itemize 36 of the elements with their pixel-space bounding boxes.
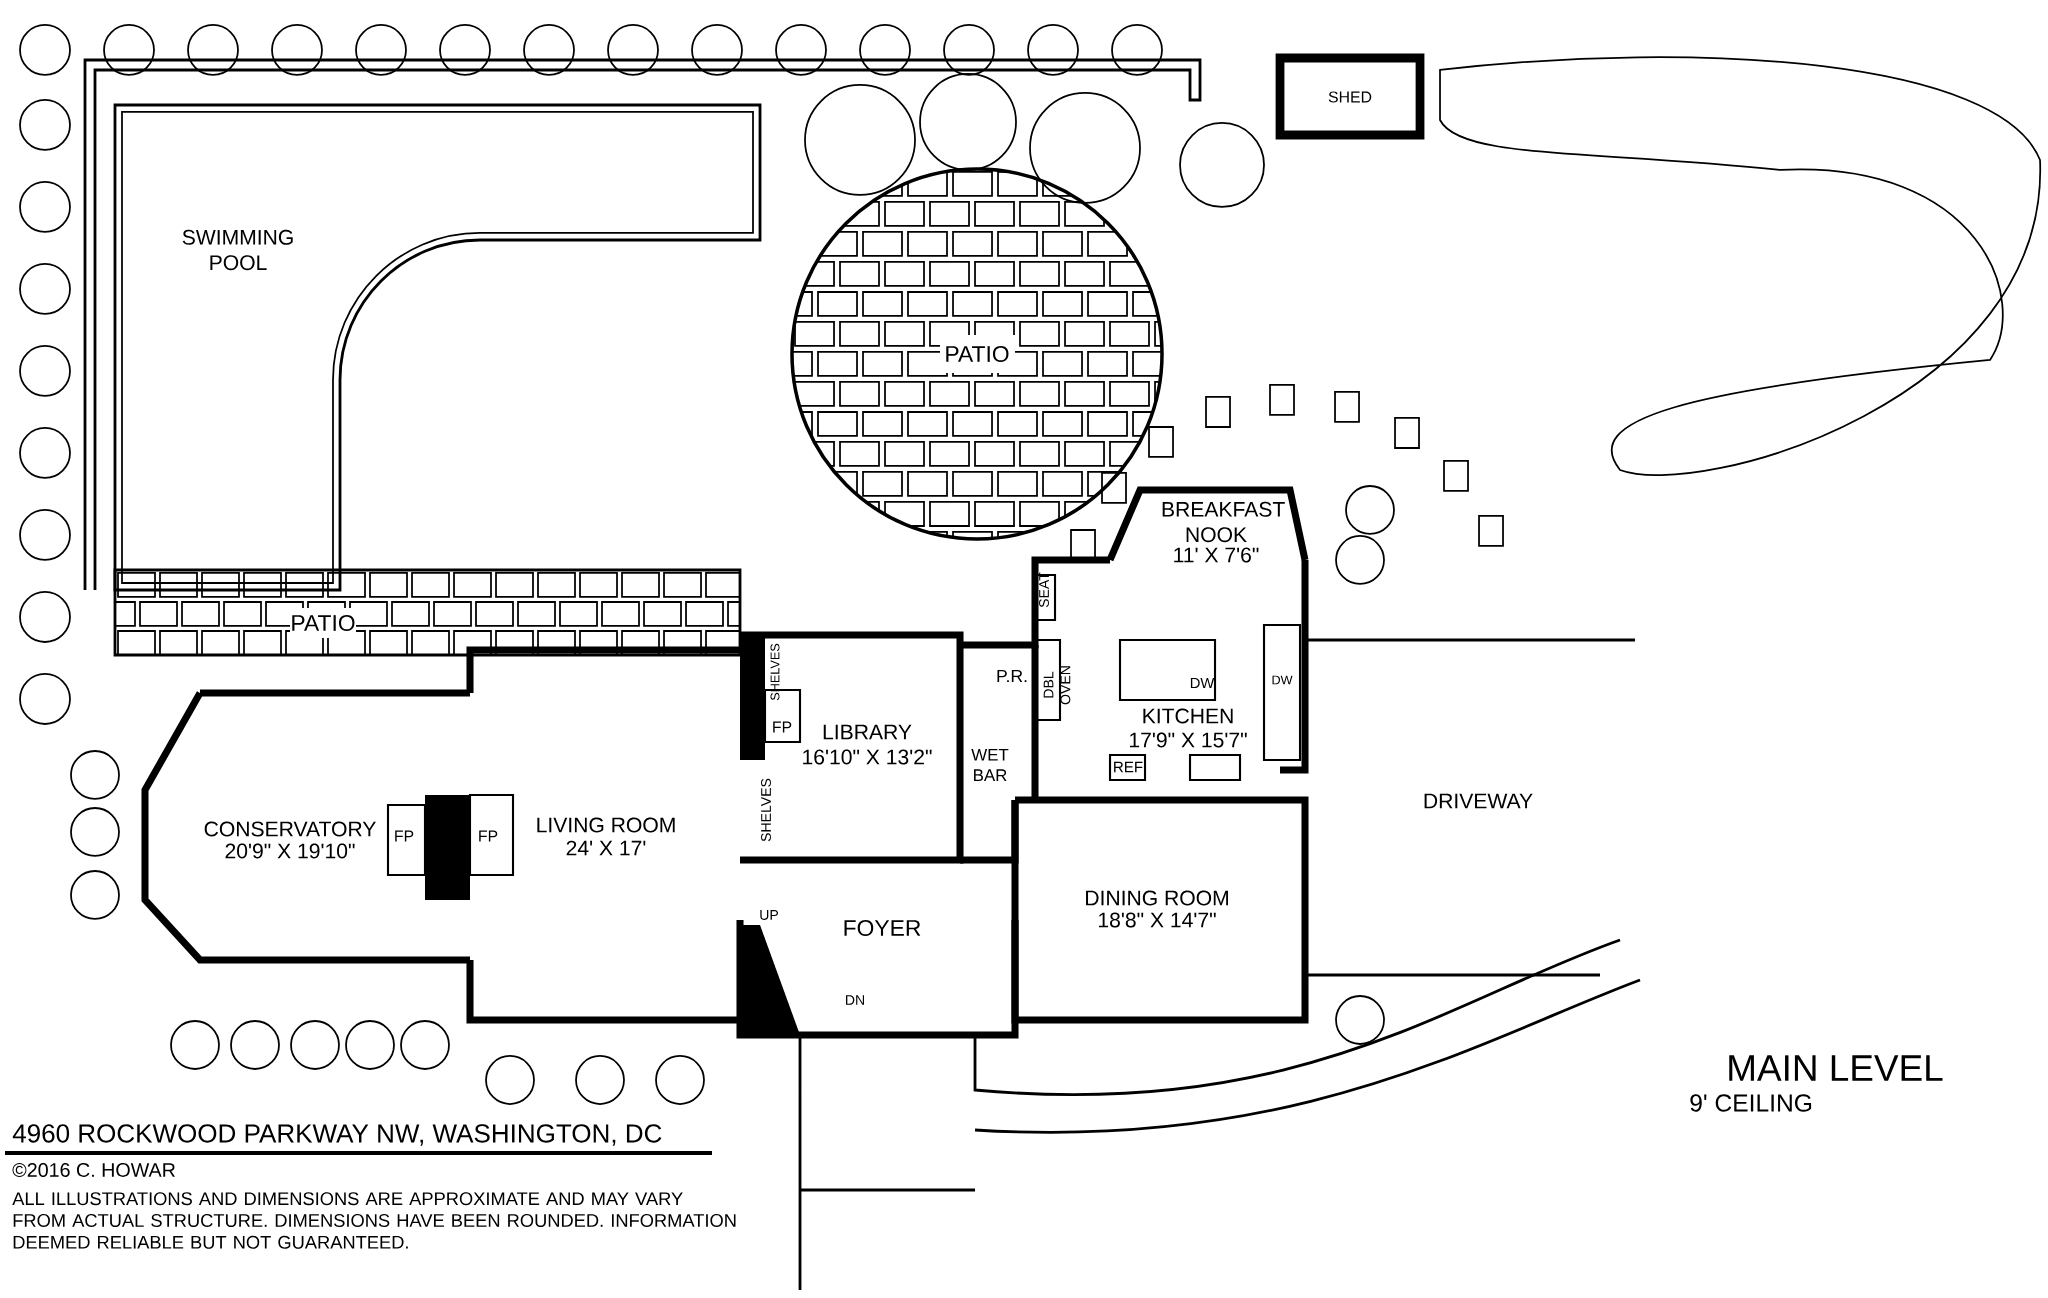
stair-label: UP (760, 910, 779, 920)
ceiling-height: 9' CEILING (1690, 1094, 1812, 1112)
room-label: SWIMMING POOL (182, 229, 293, 271)
fixture-label: SEAT (1039, 572, 1049, 608)
room-label: PATIO (946, 345, 1009, 363)
room-label: PATIO (292, 614, 355, 632)
fixture-label: DBL OVEN (1043, 666, 1071, 705)
stair-label: DN (846, 995, 864, 1005)
disclaimer-note: ALL ILLUSTRATIONS AND DIMENSIONS ARE APPROXIMATE AND MAY VARY FROM ACTUAL STRUCTURE. DIMENSIONS HAVE BEEN ROUNDED. INFORMATION DEEMED RELIABLE BUT NOT GUARANTEED. (12, 1192, 736, 1249)
room-dimensions: 18'8" X 14'7" (1099, 912, 1216, 928)
fixture-label: DW (1272, 675, 1293, 685)
fixture-label: DW (1190, 677, 1215, 689)
plan-title: 4960 ROCKWOOD PARKWAY NW, WASHINGTON, DC (12, 1124, 662, 1146)
fixture-label: FP (773, 721, 792, 733)
room-label: P.R. (997, 669, 1027, 683)
fixture-label: FP (395, 830, 414, 842)
fixture-label: FP (479, 830, 498, 842)
room-label: FOYER (844, 919, 921, 937)
room-label: DRIVEWAY (1424, 793, 1533, 809)
room-dimensions: 16'10" X 13'2" (803, 749, 932, 765)
room-label: SHED (1328, 91, 1372, 103)
room-label: LIBRARY (823, 724, 912, 740)
room-label: CONSERVATORY (204, 821, 376, 837)
fixture-label: REF (1114, 761, 1143, 773)
room-dimensions: 11' X 7'6" (1174, 547, 1259, 563)
room-label: DINING ROOM (1086, 890, 1228, 906)
room-label: BREAKFAST NOOK (1162, 501, 1285, 543)
room-label: WET BAR (971, 748, 1009, 781)
room-label: KITCHEN (1143, 708, 1233, 724)
room-dimensions: 20'9" X 19'10" (225, 843, 355, 859)
copyright-note: ©2016 C. HOWAR (12, 1163, 175, 1177)
room-dimensions: 17'9" X 15'7" (1130, 732, 1247, 748)
room-label: LIVING ROOM (537, 817, 675, 833)
fixture-label: SHELVES (761, 778, 771, 842)
level-title: MAIN LEVEL (1729, 1055, 1943, 1081)
room-dimensions: 24' X 17' (566, 840, 646, 856)
